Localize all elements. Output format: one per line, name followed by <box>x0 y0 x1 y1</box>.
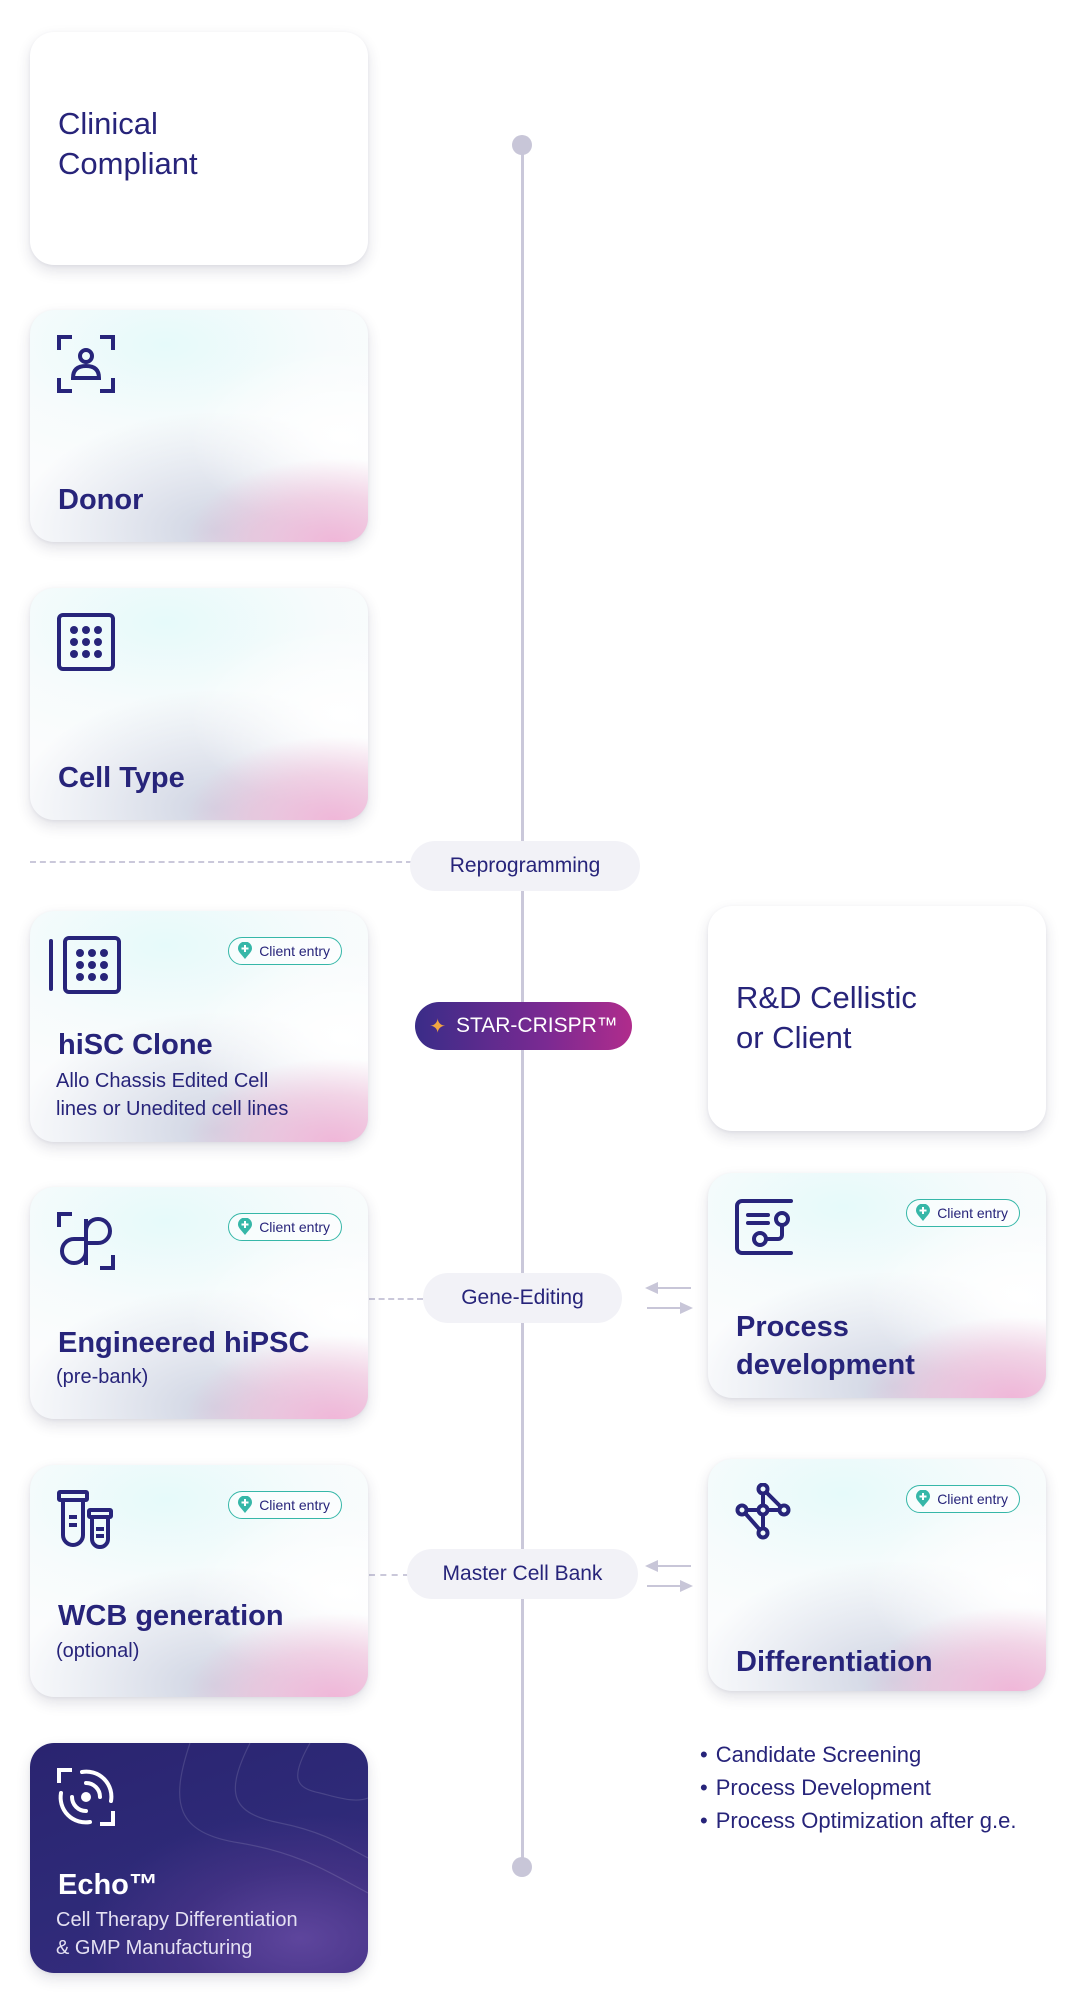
client-entry-badge: Client entry <box>228 1491 342 1519</box>
card-hisc-clone[interactable]: Client entry hiSC Clone Allo Chassis Edi… <box>30 911 368 1142</box>
card-subtitle: (optional) <box>56 1640 140 1662</box>
card-title: Process development <box>736 1308 915 1384</box>
exchange-arrows-icon <box>645 1560 693 1592</box>
rd-cellistic-header-card: R&D Cellistic or Client <box>708 906 1046 1131</box>
header-line: Clinical <box>58 106 158 141</box>
client-entry-badge: Client entry <box>906 1199 1020 1227</box>
contour-lines-decoration <box>179 1743 368 1894</box>
header-line: Compliant <box>58 146 198 181</box>
master-cell-bank-connector <box>369 1574 409 1576</box>
step-gene-editing: Gene-Editing <box>423 1273 622 1323</box>
card-process-development[interactable]: Client entry Process development <box>708 1173 1046 1398</box>
badge-label: Client entry <box>259 1219 330 1235</box>
process-flow-icon <box>735 1199 793 1255</box>
step-label: Gene-Editing <box>461 1286 584 1309</box>
client-entry-badge: Client entry <box>228 937 342 965</box>
card-subtitle: (pre-bank) <box>56 1366 149 1388</box>
network-nodes-icon <box>735 1483 791 1540</box>
title-line: development <box>736 1349 915 1381</box>
step-master-cell-bank: Master Cell Bank <box>407 1549 638 1599</box>
client-entry-badge: Client entry <box>906 1485 1020 1513</box>
card-subtitle: Cell Therapy Differentiation & GMP Manuf… <box>56 1906 298 1962</box>
card-title: Engineered hiPSC <box>58 1327 310 1359</box>
subtitle-line: Cell Therapy Differentiation <box>56 1909 298 1931</box>
grid-dots-icon <box>49 936 121 994</box>
card-subtitle: Allo Chassis Edited Cell lines or Unedit… <box>56 1067 288 1123</box>
subtitle-line: lines or Unedited cell lines <box>56 1098 289 1120</box>
header-title: R&D Cellistic or Client <box>736 978 917 1058</box>
card-title: Cell Type <box>58 762 185 794</box>
step-label: STAR-CRISPR™ <box>455 1014 618 1037</box>
grid-dots-icon <box>57 613 115 671</box>
map-pin-plus-icon <box>238 942 253 959</box>
list-item: Candidate Screening <box>700 1738 1017 1771</box>
header-title: Clinical Compliant <box>58 104 198 184</box>
title-line: Process <box>736 1311 849 1343</box>
step-label: Reprogramming <box>449 854 601 877</box>
map-pin-plus-icon <box>238 1218 253 1235</box>
sparkle-icon: ✦ <box>429 1015 446 1038</box>
card-echo[interactable]: Echo™ Cell Therapy Differentiation & GMP… <box>30 1743 368 1973</box>
header-line: R&D Cellistic <box>736 980 917 1015</box>
card-donor[interactable]: Donor <box>30 310 368 542</box>
badge-label: Client entry <box>937 1491 1008 1507</box>
card-wcb-generation[interactable]: Client entry WCB generation (optional) <box>30 1465 368 1697</box>
subtitle-line: Allo Chassis Edited Cell <box>56 1070 269 1092</box>
clinical-compliant-header-card: Clinical Compliant <box>30 32 368 265</box>
list-item: Process Development <box>700 1771 1017 1804</box>
step-reprogramming: Reprogramming <box>410 841 640 891</box>
header-line: or Client <box>736 1020 852 1055</box>
subtitle-line: & GMP Manufacturing <box>56 1937 253 1959</box>
client-entry-badge: Client entry <box>228 1213 342 1241</box>
card-title: WCB generation <box>58 1600 284 1632</box>
timeline-end-dot <box>512 1857 532 1877</box>
exchange-arrows-icon <box>645 1282 693 1314</box>
person-scan-icon <box>57 335 115 393</box>
card-title: Donor <box>58 484 144 516</box>
badge-label: Client entry <box>259 943 330 959</box>
card-title: Echo™ <box>58 1869 158 1901</box>
gene-strand-icon <box>57 1212 115 1270</box>
map-pin-plus-icon <box>916 1490 931 1507</box>
card-title: hiSC Clone <box>58 1029 213 1061</box>
card-cell-type[interactable]: Cell Type <box>30 588 368 820</box>
card-title: Differentiation <box>736 1646 933 1678</box>
list-item: Process Optimization after g.e. <box>700 1804 1017 1837</box>
card-differentiation[interactable]: Client entry Differentiation <box>708 1459 1046 1691</box>
step-label: Master Cell Bank <box>442 1562 603 1585</box>
badge-label: Client entry <box>937 1205 1008 1221</box>
map-pin-plus-icon <box>238 1496 253 1513</box>
timeline-start-dot <box>512 135 532 155</box>
capabilities-list: Candidate Screening Process Development … <box>700 1738 1017 1837</box>
card-engineered-hipsc[interactable]: Client entry Engineered hiPSC (pre-bank) <box>30 1187 368 1419</box>
reprogramming-connector <box>30 861 412 863</box>
map-pin-plus-icon <box>916 1204 931 1221</box>
step-star-crispr: ✦ STAR-CRISPR™ <box>415 1002 632 1050</box>
gene-editing-connector <box>369 1298 423 1300</box>
signal-scan-icon <box>57 1768 115 1826</box>
badge-label: Client entry <box>259 1497 330 1513</box>
test-tubes-icon <box>57 1490 113 1549</box>
